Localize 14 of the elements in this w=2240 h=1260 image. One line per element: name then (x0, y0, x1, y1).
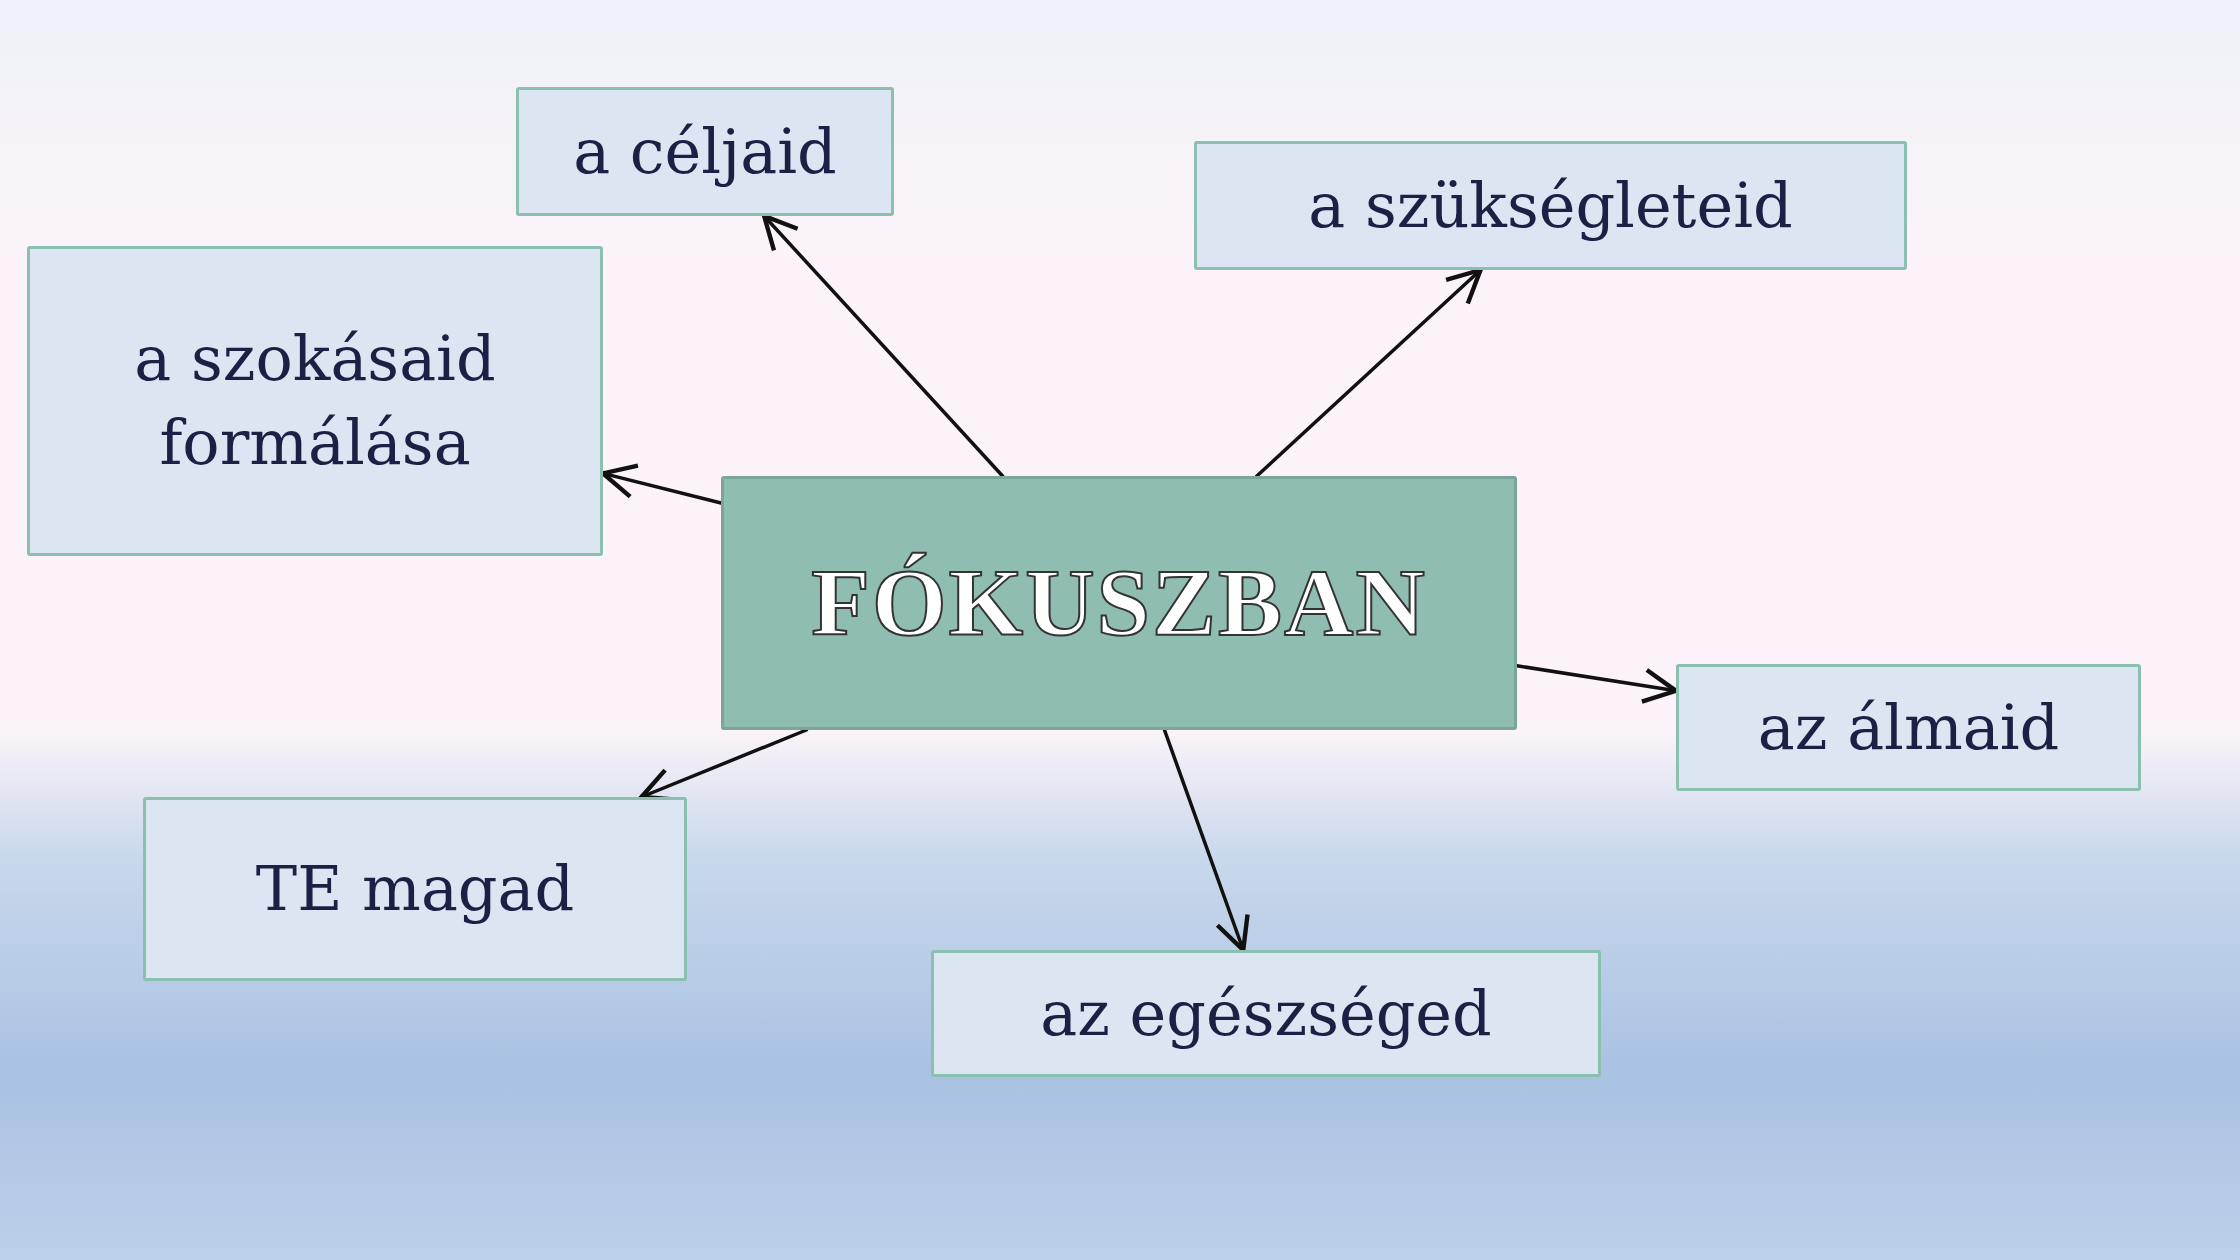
topic-label: a céljaid (572, 113, 838, 190)
topic-label: az egészséged (1039, 975, 1493, 1052)
topic-label: a szokásaid formálása (133, 321, 497, 481)
topic-box (143, 797, 687, 981)
central-title: FÓKUSZBAN (810, 548, 1428, 659)
topic-label: a szükségleteid (1307, 167, 1794, 244)
topic-box (1676, 664, 2141, 791)
topic-label: TE magad (254, 851, 576, 928)
topic-box (516, 87, 894, 216)
central-box (721, 476, 1517, 730)
topic-box (27, 246, 603, 556)
topic-box (1194, 141, 1907, 270)
topic-box (931, 950, 1601, 1077)
topic-label: az álmaid (1756, 689, 2061, 766)
